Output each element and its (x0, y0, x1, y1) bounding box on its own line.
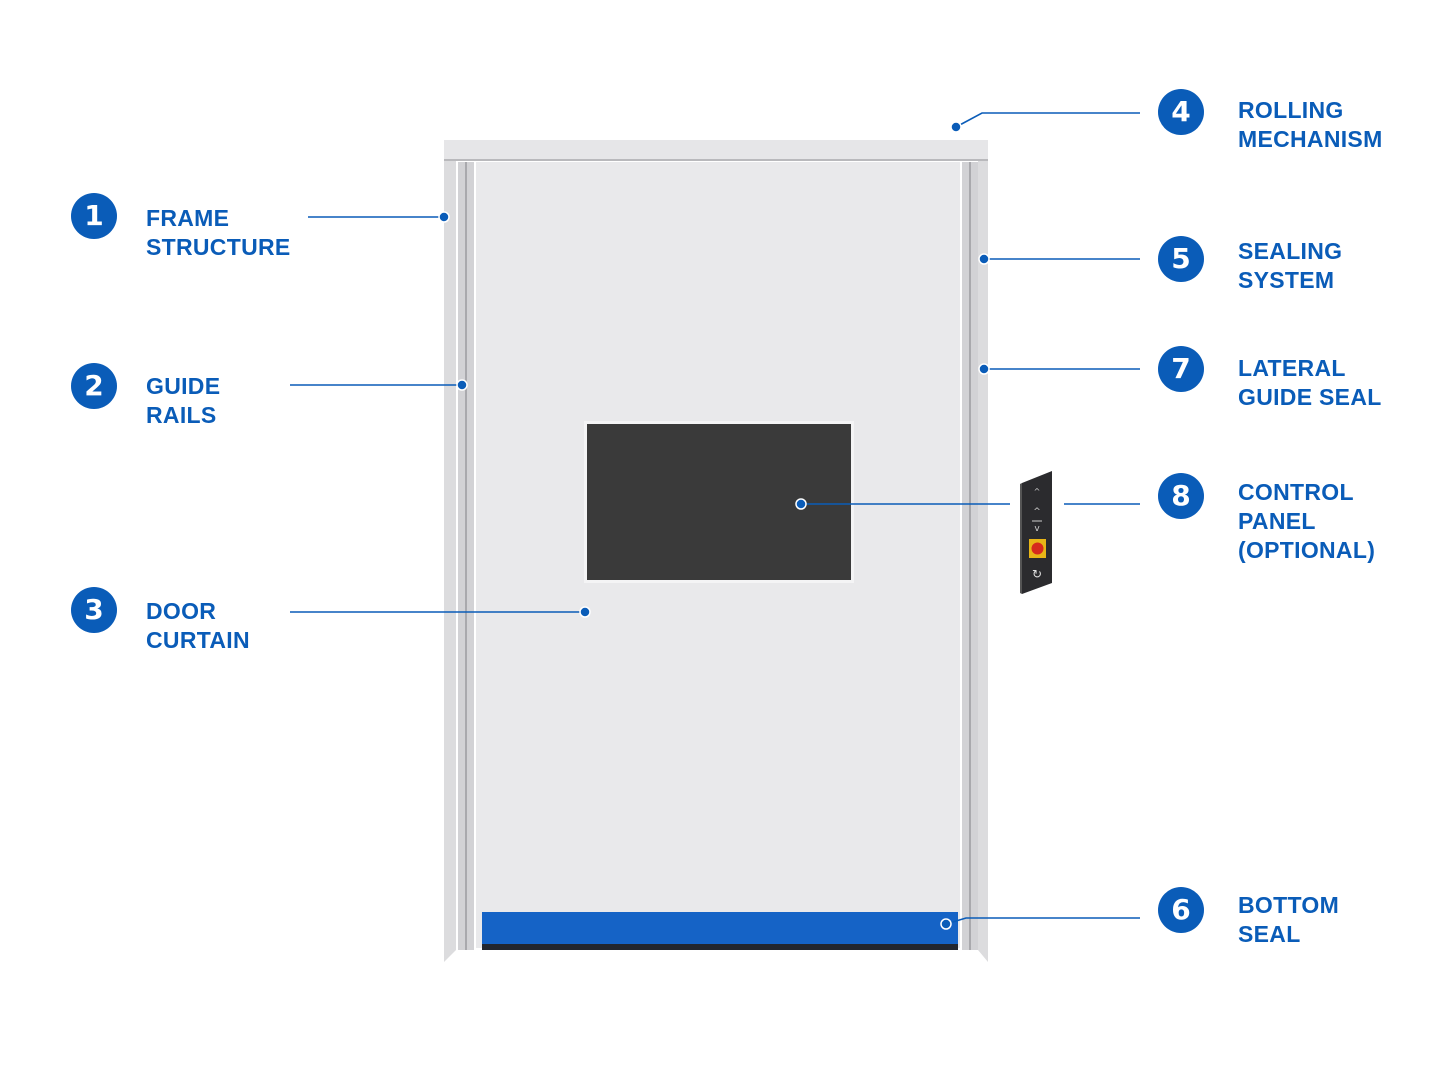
leader-line-rolling-mechanism (955, 112, 1140, 128)
callout-label-line: MECHANISM (1238, 126, 1383, 152)
svg-text:↻: ↻ (1032, 567, 1042, 581)
callout-label-door-curtain: DOOR CURTAIN (146, 597, 250, 655)
anchor-dot-frame-structure (438, 211, 450, 223)
callout-label-guide-rails: GUIDE RAILS (146, 372, 220, 430)
callout-label-line: RAILS (146, 402, 217, 428)
svg-text:^: ^ (1033, 507, 1041, 517)
callout-label-rolling-mechanism: ROLLING MECHANISM (1238, 96, 1383, 154)
callout-badge-8: 8 (1158, 473, 1204, 519)
callout-label-bottom-seal: BOTTOM SEAL (1238, 891, 1339, 949)
callout-label-control-panel: CONTROL PANEL (OPTIONAL) (1238, 478, 1375, 565)
callout-badge-6: 6 (1158, 887, 1204, 933)
callout-badge-2: 2 (71, 363, 117, 409)
anchor-dot-control-panel (795, 498, 807, 510)
callout-label-frame-structure: FRAME STRUCTURE (146, 204, 291, 262)
callout-label-line: (OPTIONAL) (1238, 537, 1376, 563)
control-panel: ^ ^ v ↻ (1020, 471, 1052, 594)
anchor-dot-sealing-system (978, 253, 990, 265)
callout-label-line: BOTTOM (1238, 892, 1340, 918)
callout-badge-3: 3 (71, 587, 117, 633)
callout-label-line: STRUCTURE (146, 234, 291, 260)
callout-label-line: GUIDE (146, 373, 221, 399)
callout-badge-5: 5 (1158, 236, 1204, 282)
callout-label-line: DOOR (146, 598, 217, 624)
svg-text:v: v (1034, 524, 1040, 534)
leader-line-bottom-seal (945, 917, 1140, 925)
callout-badge-1: 1 (71, 193, 117, 239)
callout-label-line: LATERAL (1238, 355, 1346, 381)
anchor-dot-rolling-mechanism (950, 121, 962, 133)
callout-label-lateral-guide-seal: LATERAL GUIDE SEAL (1238, 354, 1382, 412)
anchor-dot-bottom-seal (940, 918, 952, 930)
callout-label-line: FRAME (146, 205, 230, 231)
callout-label-line: GUIDE SEAL (1238, 384, 1382, 410)
callout-label-sealing-system: SEALING SYSTEM (1238, 237, 1342, 295)
callout-label-line: CONTROL (1238, 479, 1354, 505)
anchor-dot-guide-rails (456, 379, 468, 391)
vision-window (587, 424, 851, 580)
callout-label-line: PANEL (1238, 508, 1316, 534)
callout-label-line: SEALING (1238, 238, 1343, 264)
callout-label-line: SEAL (1238, 921, 1301, 947)
callout-badge-4: 4 (1158, 89, 1204, 135)
callout-label-line: ROLLING (1238, 97, 1344, 123)
svg-text:^: ^ (1034, 487, 1041, 496)
anchor-dot-door-curtain (579, 606, 591, 618)
callout-label-line: CURTAIN (146, 627, 250, 653)
anchor-dot-lateral-guide-seal (978, 363, 990, 375)
bottom-seal-bar (482, 912, 958, 946)
frame-top-header (444, 140, 988, 160)
callout-label-line: SYSTEM (1238, 267, 1335, 293)
callout-badge-7: 7 (1158, 346, 1204, 392)
